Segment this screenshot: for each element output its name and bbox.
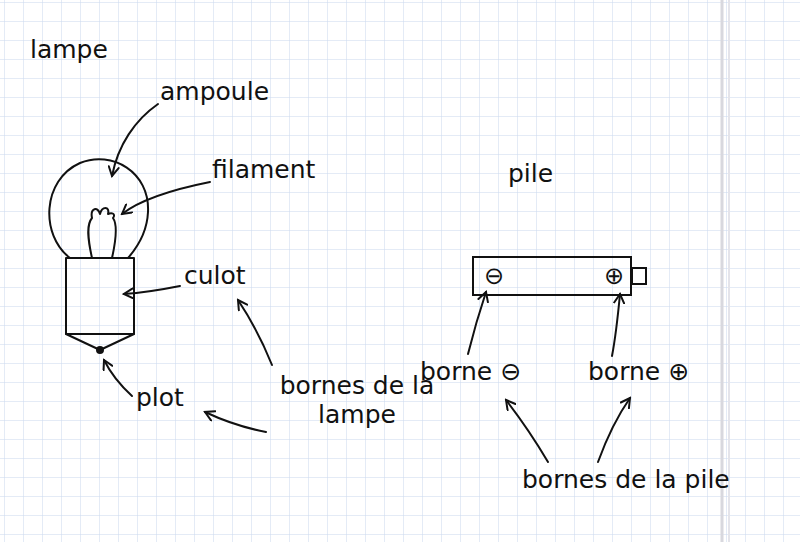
battery-nub <box>632 268 646 284</box>
part-name: culot <box>184 262 246 291</box>
group-label: bornes de la pile <box>522 466 730 495</box>
terminal-label: borne ⊖ <box>420 358 521 387</box>
leader-line <box>122 182 210 214</box>
lamp-drawing <box>49 159 148 353</box>
leader-line <box>205 412 266 432</box>
margin-line <box>721 0 724 542</box>
part-name: filament <box>212 156 315 185</box>
contact-dot <box>97 347 103 353</box>
polarity-sign: ⊖ <box>484 264 504 288</box>
leader-line <box>468 292 486 354</box>
filament-wire <box>88 208 116 258</box>
part-name: plot <box>136 384 184 413</box>
base <box>66 258 134 334</box>
leader-line <box>104 360 132 396</box>
leader-line <box>112 104 158 176</box>
terminal-label: borne ⊕ <box>588 358 689 387</box>
polarity-sign: ⊕ <box>604 264 624 288</box>
margin-line <box>728 0 730 542</box>
heading: lampe <box>30 36 108 65</box>
leader-line <box>612 294 620 356</box>
part-name: ampoule <box>160 78 269 107</box>
battery-body: ⊖⊕ <box>472 256 632 296</box>
leader-line <box>506 400 548 462</box>
leader-line <box>238 300 272 365</box>
leader-line <box>598 398 630 462</box>
heading: pile <box>508 160 553 189</box>
leader-lines <box>104 104 630 462</box>
leader-line <box>124 286 180 294</box>
bulb <box>49 159 148 258</box>
